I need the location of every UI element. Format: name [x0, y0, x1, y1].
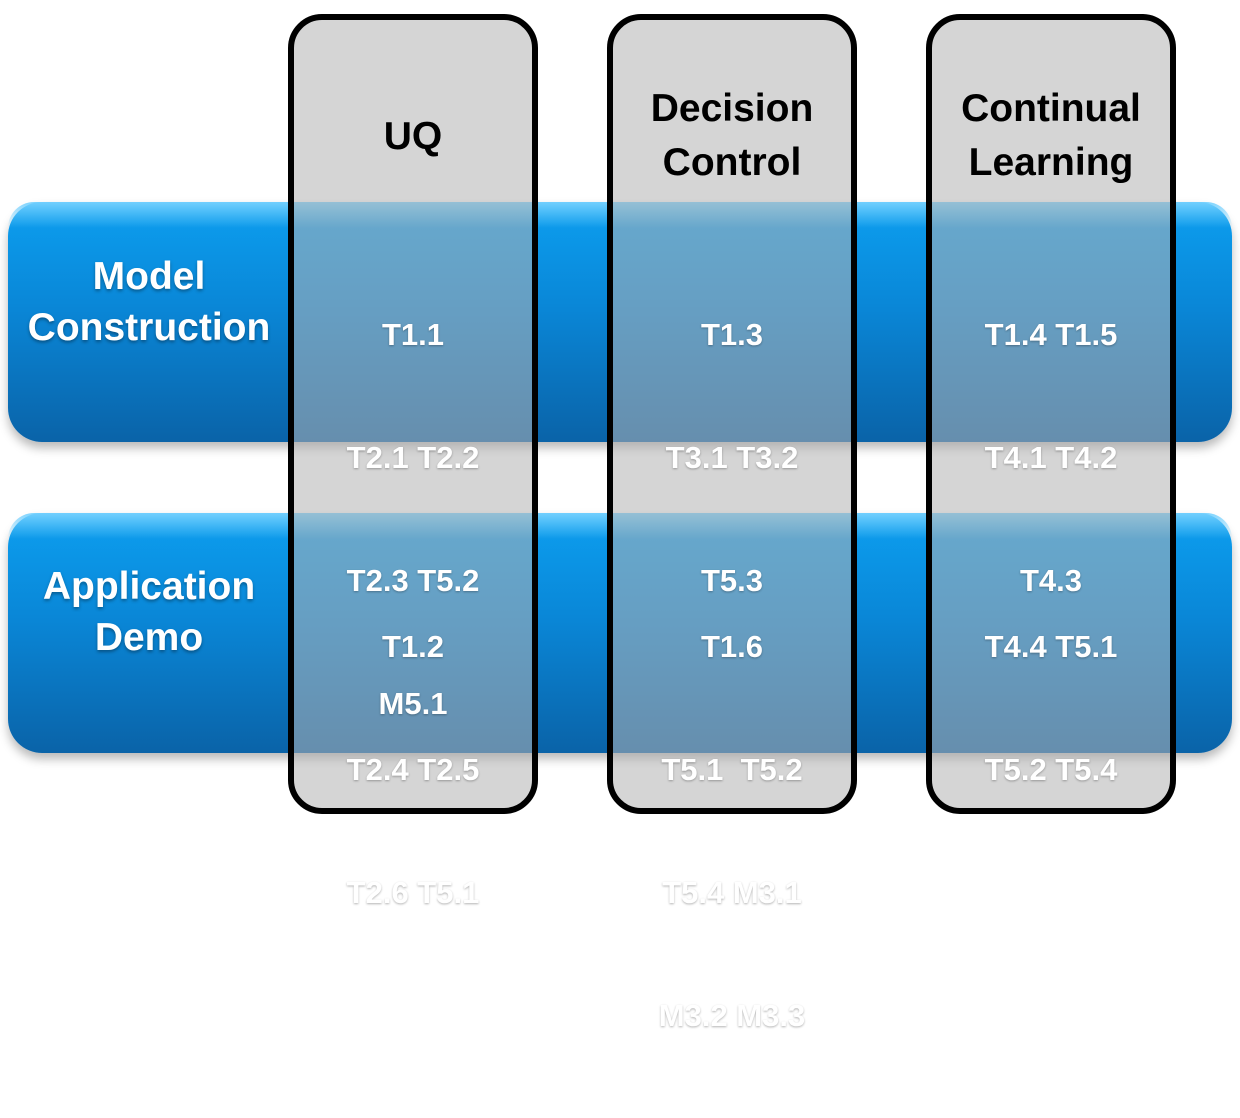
task-line: T1.6: [700, 629, 764, 664]
cell-decision-application-demo: T1.6 T5.1 T5.2 T5.4 M3.1 M3.2 M3.3: [613, 544, 851, 1118]
task-line: T2.4 T2.5: [346, 752, 480, 787]
task-line: T3.1 T3.2: [665, 440, 799, 475]
column-title-line: UQ: [383, 115, 443, 158]
task-line: T4.3: [1019, 563, 1083, 598]
row-label-line: Demo: [94, 616, 204, 659]
column-title-line: Control: [662, 141, 802, 184]
cell-decision-model-construction: T1.3 T3.1 T3.2 T5.3: [613, 232, 851, 683]
cell-continual-application-demo: T4.4 T5.1 T5.2 T5.4: [932, 544, 1170, 872]
task-line: T2.6 T5.1: [346, 875, 480, 910]
column-title: UQ: [294, 110, 532, 164]
task-line: T1.4 T1.5: [984, 317, 1118, 352]
column-continual-learning: Continual Learning T1.4 T1.5 T4.1 T4.2 T…: [926, 14, 1176, 814]
column-title-line: Learning: [968, 141, 1134, 184]
cell-uq-application-demo: T1.2 T2.4 T2.5 T2.6 T5.1: [294, 544, 532, 995]
column-title: Continual Learning: [932, 82, 1170, 190]
task-line: T2.1 T2.2: [346, 440, 480, 475]
task-line: T4.4 T5.1: [984, 629, 1118, 664]
task-line: T5.1 T5.2: [661, 752, 803, 787]
column-title: Decision Control: [613, 82, 851, 190]
column-title-line: Decision: [650, 87, 814, 130]
task-line: T5.4 M3.1: [662, 875, 802, 910]
column-uq: UQ T1.1 T2.1 T2.2 T2.3 T5.2 M5.1 T1.2 T2…: [288, 14, 538, 910]
cell-uq-model-construction: T1.1 T2.1 T2.2 T2.3 T5.2 M5.1: [294, 232, 532, 806]
cell-continual-model-construction: T1.4 T1.5 T4.1 T4.2 T4.3: [932, 232, 1170, 683]
task-line: T5.2 T5.4: [984, 752, 1118, 787]
row-label-line: Application: [42, 565, 256, 608]
row-label-model-construction: Model Construction: [8, 202, 290, 402]
row-label-line: Model: [92, 255, 206, 298]
row-label-line: Construction: [27, 306, 271, 349]
task-line: T4.1 T4.2: [984, 440, 1118, 475]
task-line: M3.2 M3.3: [658, 998, 806, 1033]
task-line: T1.2: [381, 629, 445, 664]
column-title-line: Continual: [961, 87, 1141, 130]
task-line: T1.3: [700, 317, 764, 352]
task-line: T5.3: [700, 563, 764, 598]
column-decision-control: Decision Control T1.3 T3.1 T3.2 T5.3 T1.…: [607, 14, 857, 1033]
task-line: T2.3 T5.2: [346, 563, 480, 598]
row-label-application-demo: Application Demo: [8, 512, 290, 712]
task-line: M5.1: [378, 686, 448, 721]
task-line: T1.1: [381, 317, 445, 352]
